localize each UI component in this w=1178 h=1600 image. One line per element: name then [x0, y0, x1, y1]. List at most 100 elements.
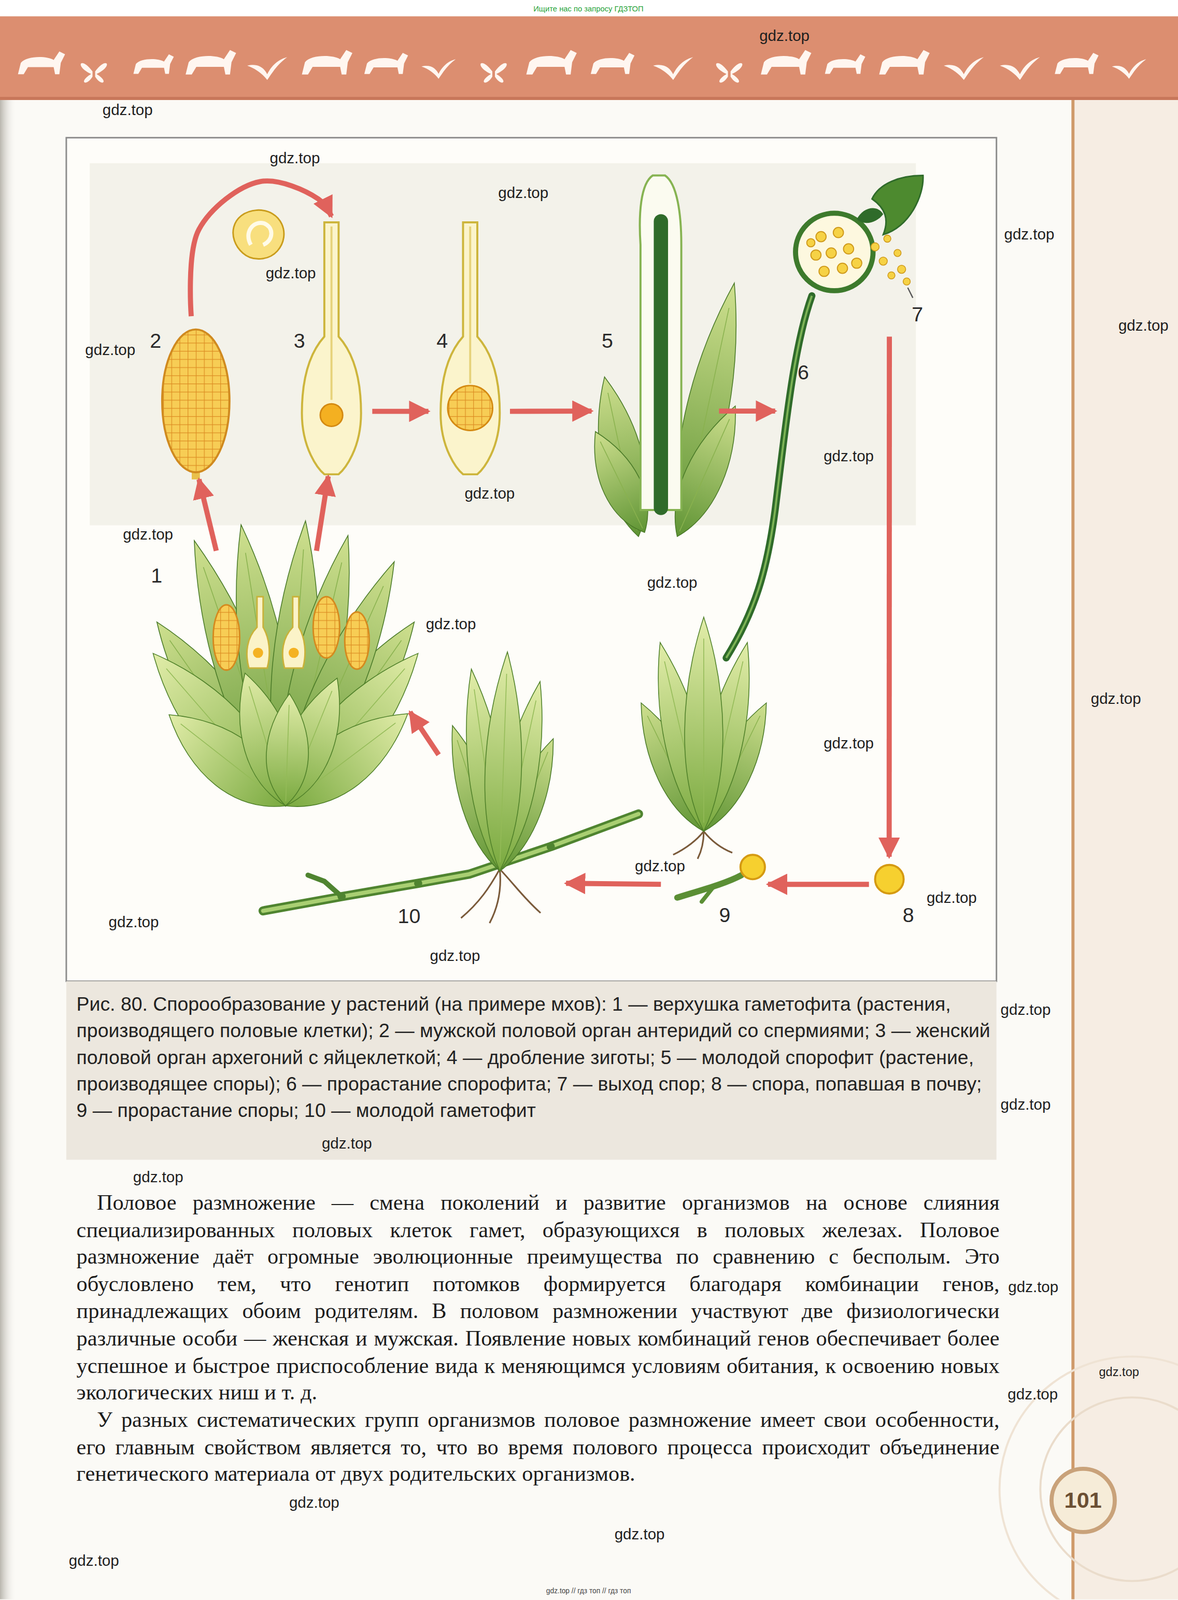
- watermark: gdz.top: [426, 615, 477, 634]
- header-banner: [0, 16, 1178, 100]
- connector-layer: [190, 180, 890, 885]
- callout-number: 10: [398, 903, 421, 929]
- header-banner: [480, 63, 507, 83]
- sperm-cell: [233, 209, 285, 259]
- sporophyte: [726, 295, 812, 659]
- header-banner: [1111, 59, 1146, 79]
- page-number-ring: [1051, 1468, 1115, 1532]
- body-paragraph: У разных систематических групп организмо…: [76, 1406, 1000, 1488]
- watermark: gdz.top: [823, 446, 874, 465]
- header-banner: [653, 57, 693, 80]
- page-number-ring: [1051, 1468, 1115, 1532]
- watermark: gdz.top: [1008, 1278, 1059, 1297]
- germinating-spore: [740, 854, 765, 879]
- header-banner: [1054, 52, 1099, 75]
- gametophyte-top: [288, 647, 300, 659]
- figure-frame: [66, 137, 997, 1160]
- leader-line: [907, 287, 913, 298]
- header-banner: [247, 57, 288, 80]
- sperm-cell: [233, 209, 285, 259]
- zygote-division: [447, 385, 493, 431]
- sporophyte: [684, 617, 723, 832]
- flow-arrow: [886, 336, 892, 857]
- flow-arrow: [768, 881, 870, 887]
- sporophyte: [887, 271, 896, 279]
- watermark: gdz.top: [102, 101, 153, 120]
- gametophyte-top: [252, 647, 264, 659]
- stage-region: 1: [143, 550, 411, 812]
- header-banner: [185, 49, 236, 75]
- stage-region: 2: [143, 316, 240, 480]
- gametophyte-top: [213, 604, 240, 671]
- germinating-spore: [677, 854, 765, 902]
- sporophyte: [837, 263, 848, 274]
- header-banner: [421, 59, 456, 79]
- sporophyte: [871, 235, 911, 286]
- sporophyte: [903, 277, 911, 286]
- header-banner: [18, 51, 66, 75]
- header-banner: [0, 96, 1178, 101]
- stage-region: 5: [591, 168, 719, 541]
- header-banner: [80, 63, 108, 83]
- young-gametophyte: [414, 878, 423, 888]
- stage-region: 8: [869, 856, 926, 932]
- callout-number: 5: [601, 328, 614, 353]
- watermark: gdz.top: [1000, 1000, 1052, 1019]
- archegonium: [302, 222, 362, 475]
- flow-arrow: [316, 476, 329, 551]
- flow-arrow: [199, 479, 217, 551]
- sporophyte: [806, 227, 862, 277]
- zygote-division: [440, 222, 500, 475]
- callout-number: 8: [902, 902, 915, 928]
- page-background: [1071, 100, 1075, 1600]
- sporophyte: [833, 227, 844, 238]
- gametophyte-top: [313, 596, 340, 658]
- figure-frame: [89, 163, 916, 526]
- callout-number: 6: [797, 360, 810, 385]
- gametophyte-top: [344, 612, 369, 670]
- zygote-division: [440, 222, 500, 475]
- watermark: gdz.top: [68, 1551, 120, 1570]
- spore: [875, 864, 904, 894]
- gametophyte-top: [282, 596, 305, 669]
- header-banner: [364, 52, 408, 75]
- flow-arrow: [190, 180, 332, 317]
- watermark: gdz.top: [1003, 225, 1055, 244]
- sporophyte: [703, 831, 733, 853]
- sporophyte: [795, 213, 874, 291]
- watermark: gdz.top: [429, 946, 480, 965]
- watermark: gdz.top: [1007, 1385, 1058, 1404]
- sporophyte: [843, 243, 855, 254]
- sporophyte: [818, 266, 830, 277]
- watermark: gdz.top: [84, 340, 136, 359]
- watermark: gdz.top: [1098, 1364, 1139, 1380]
- stage-region: 9: [660, 851, 769, 932]
- callout-number: 7: [911, 302, 924, 327]
- flow-arrow: [409, 712, 439, 755]
- flow-arrow: [565, 883, 661, 885]
- flow-arrow: [718, 408, 775, 414]
- page-background: [0, 0, 1178, 17]
- page-background: [999, 1356, 1178, 1599]
- watermark: gdz.top: [133, 1167, 184, 1186]
- callout-number: 1: [150, 562, 163, 588]
- flow-arrow: [372, 408, 429, 415]
- watermark: gdz.top: [1118, 316, 1169, 335]
- header-banner: [760, 49, 812, 75]
- leader-line: [907, 287, 913, 298]
- header-banner: [526, 49, 577, 75]
- young-sporophyte: [653, 214, 669, 516]
- header-banner: [999, 57, 1040, 80]
- sporophyte: [815, 231, 827, 243]
- gametophyte-top: [132, 519, 438, 828]
- young-gametophyte: [337, 842, 555, 901]
- header-banner: [878, 49, 930, 75]
- header-banner: [716, 63, 743, 83]
- watermark: gdz.top: [464, 484, 515, 503]
- figure-frame: [66, 137, 997, 982]
- young-gametophyte: [263, 813, 639, 911]
- figure-frame: [66, 981, 997, 1160]
